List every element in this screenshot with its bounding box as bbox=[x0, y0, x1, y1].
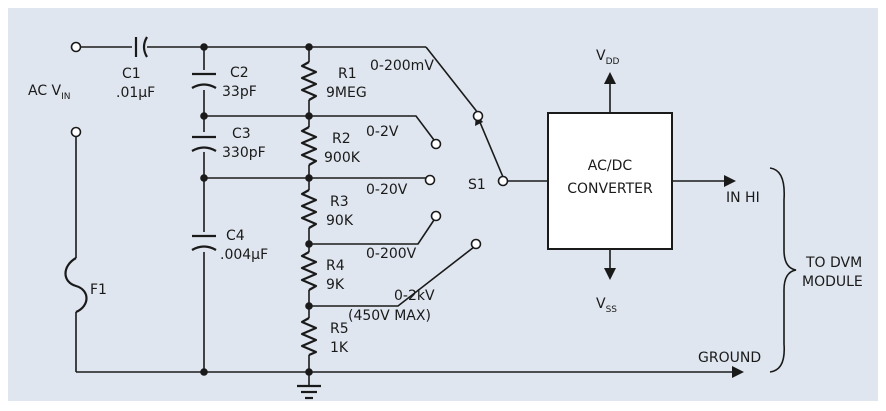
c4-value: .004µF bbox=[220, 247, 268, 263]
to-dvm-line1: TO DVM bbox=[805, 255, 862, 271]
resistor-r4 bbox=[300, 251, 318, 291]
switch-name: S1 bbox=[468, 177, 486, 193]
vdd-main: V bbox=[596, 48, 606, 64]
in-hi-arrow bbox=[724, 175, 736, 187]
resistor-r5 bbox=[300, 317, 318, 357]
in-hi-label: IN HI bbox=[726, 190, 760, 206]
ground-label: GROUND bbox=[698, 350, 761, 366]
c3-name: C3 bbox=[232, 126, 251, 142]
ground-arrow bbox=[732, 366, 744, 378]
range-2kv-note: (450V MAX) bbox=[348, 308, 431, 324]
vss-sub: SS bbox=[606, 305, 618, 315]
ground-symbol bbox=[297, 384, 321, 400]
r2-value: 900K bbox=[324, 150, 361, 166]
c3-value: 330pF bbox=[222, 145, 266, 161]
r1-name: R1 bbox=[338, 66, 357, 82]
junction-dots bbox=[200, 43, 313, 376]
capacitor-c2 bbox=[191, 72, 217, 89]
capacitor-c3 bbox=[191, 135, 217, 152]
vss-label: VSS bbox=[596, 296, 617, 315]
r5-value: 1K bbox=[330, 340, 349, 356]
fuse-name: F1 bbox=[90, 282, 107, 298]
dvm-brace bbox=[769, 167, 797, 373]
converter-line1: AC/DC bbox=[588, 158, 633, 174]
r1-value: 9MEG bbox=[326, 85, 367, 101]
capacitor-c1 bbox=[134, 36, 148, 58]
vdd-sub: DD bbox=[606, 57, 620, 67]
c2-name: C2 bbox=[230, 65, 249, 81]
ac-vin-label: AC VIN bbox=[28, 83, 71, 102]
c1-name: C1 bbox=[122, 66, 141, 82]
range-200mv: 0-200mV bbox=[370, 58, 434, 74]
vss-arrow bbox=[604, 268, 616, 280]
c1-value: .01µF bbox=[116, 85, 155, 101]
range-2v: 0-2V bbox=[366, 124, 399, 140]
r4-value: 9K bbox=[326, 277, 345, 293]
r2-name: R2 bbox=[332, 131, 351, 147]
r3-value: 90K bbox=[326, 213, 354, 229]
c2-value: 33pF bbox=[222, 84, 257, 100]
vdd-arrow bbox=[604, 72, 616, 84]
range-20v: 0-20V bbox=[366, 182, 408, 198]
resistor-r2 bbox=[300, 126, 318, 166]
range-2kv: 0-2kV bbox=[394, 288, 435, 304]
vss-main: V bbox=[596, 296, 606, 312]
c4-name: C4 bbox=[226, 228, 245, 244]
ac-vin-sub: IN bbox=[61, 92, 70, 102]
fuse-f1 bbox=[64, 257, 88, 314]
range-200v: 0-200V bbox=[366, 246, 417, 262]
r3-name: R3 bbox=[330, 194, 349, 210]
to-dvm-line2: MODULE bbox=[802, 274, 863, 290]
vdd-label: VDD bbox=[596, 48, 620, 67]
converter-box bbox=[547, 112, 673, 250]
r4-name: R4 bbox=[326, 258, 345, 274]
resistor-r3 bbox=[300, 189, 318, 229]
r5-name: R5 bbox=[330, 321, 349, 337]
ac-vin-main: AC V bbox=[28, 83, 62, 99]
capacitor-c4 bbox=[191, 234, 217, 251]
diagram-panel bbox=[8, 8, 878, 401]
resistor-r1 bbox=[300, 61, 318, 101]
switch-blade bbox=[478, 119, 504, 178]
converter-line2: CONVERTER bbox=[567, 181, 653, 197]
terminals bbox=[70, 41, 509, 250]
